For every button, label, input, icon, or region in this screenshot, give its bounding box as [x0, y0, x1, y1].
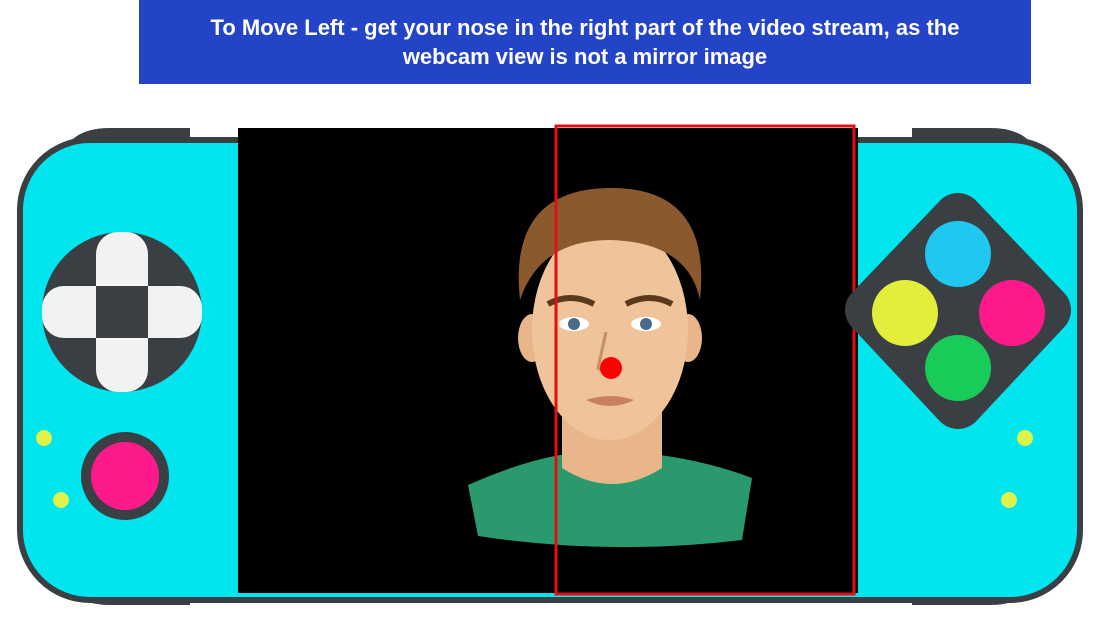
shirt: [468, 455, 752, 548]
indicator-light-right-1: [1017, 430, 1033, 446]
instruction-banner: To Move Left - get your nose in the righ…: [139, 0, 1031, 84]
right-target-zone: [554, 124, 856, 596]
nose-marker-icon: [600, 357, 622, 379]
instruction-line-1: To Move Left - get your nose in the righ…: [210, 15, 960, 40]
instruction-line-2: webcam view is not a mirror image: [402, 44, 768, 69]
left-eyebrow: [546, 295, 596, 307]
action-button-bottom[interactable]: [925, 335, 991, 401]
joystick-icon[interactable]: [81, 432, 169, 520]
action-button-top[interactable]: [925, 221, 991, 287]
indicator-light-right-2: [1001, 492, 1017, 508]
mouth: [586, 396, 634, 406]
action-button-right[interactable]: [979, 280, 1045, 346]
dpad-icon[interactable]: [42, 232, 202, 392]
action-buttons-icon: [845, 193, 1071, 429]
right-iris: [640, 318, 652, 330]
action-button-left[interactable]: [872, 280, 938, 346]
face: [532, 220, 688, 440]
webcam-face: [468, 187, 752, 548]
indicator-light-left-1: [36, 430, 52, 446]
hair: [518, 187, 702, 300]
right-eyebrow: [624, 295, 674, 307]
indicator-light-left-2: [53, 492, 69, 508]
left-iris: [568, 318, 580, 330]
